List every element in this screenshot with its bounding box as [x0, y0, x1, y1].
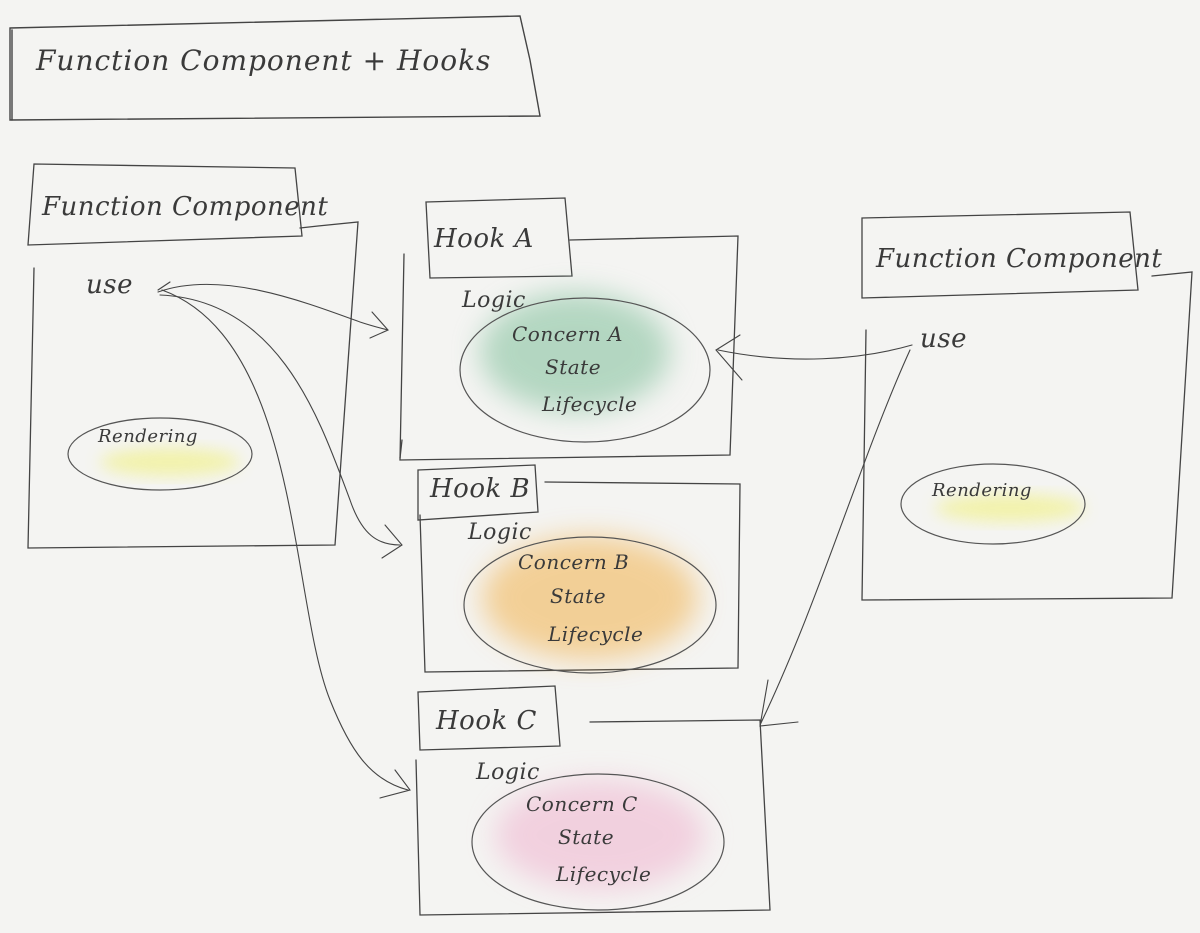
right-component-frame [861, 211, 1193, 601]
left-use-label: use [86, 270, 133, 300]
right-use-label: use [920, 324, 967, 354]
right-rendering-ellipse [900, 463, 1086, 545]
hook-b-state-label: State [550, 584, 607, 608]
hook-b-logic-ellipse [463, 536, 717, 674]
left-component-frame [27, 163, 359, 549]
hook-b-label: Hook B [430, 474, 531, 504]
hook-c-lifecycle-label: Lifecycle [556, 862, 652, 886]
left-use-arrows [157, 281, 411, 799]
left-component-label: Function Component [42, 192, 329, 222]
left-rendering-label: Rendering [98, 426, 198, 447]
hook-a-concern-label: Concern A [512, 322, 624, 346]
diagram-title: Function Component + Hooks [36, 44, 492, 77]
hook-a-state-label: State [545, 355, 602, 379]
hook-a-logic-label: Logic [462, 288, 526, 313]
hook-a-lifecycle-label: Lifecycle [542, 392, 638, 416]
hook-a-frame [399, 197, 739, 461]
hook-a-label: Hook A [434, 224, 534, 254]
hook-c-state-label: State [558, 825, 615, 849]
hook-c-logic-ellipse [471, 773, 725, 911]
hook-b-frame [417, 464, 741, 673]
hook-c-concern-label: Concern C [526, 792, 638, 816]
left-rendering-ellipse [67, 417, 253, 491]
hook-a-logic-ellipse [459, 292, 711, 443]
hook-c-label: Hook C [436, 706, 537, 736]
title-box [9, 15, 541, 121]
hook-c-frame [415, 685, 771, 916]
right-component-label: Function Component [876, 244, 1163, 274]
hook-b-concern-label: Concern B [518, 550, 630, 574]
right-rendering-label: Rendering [932, 480, 1032, 501]
hook-b-logic-label: Logic [468, 520, 532, 545]
right-use-arrows [715, 334, 913, 727]
hook-b-lifecycle-label: Lifecycle [548, 622, 644, 646]
hook-c-logic-label: Logic [476, 760, 540, 785]
